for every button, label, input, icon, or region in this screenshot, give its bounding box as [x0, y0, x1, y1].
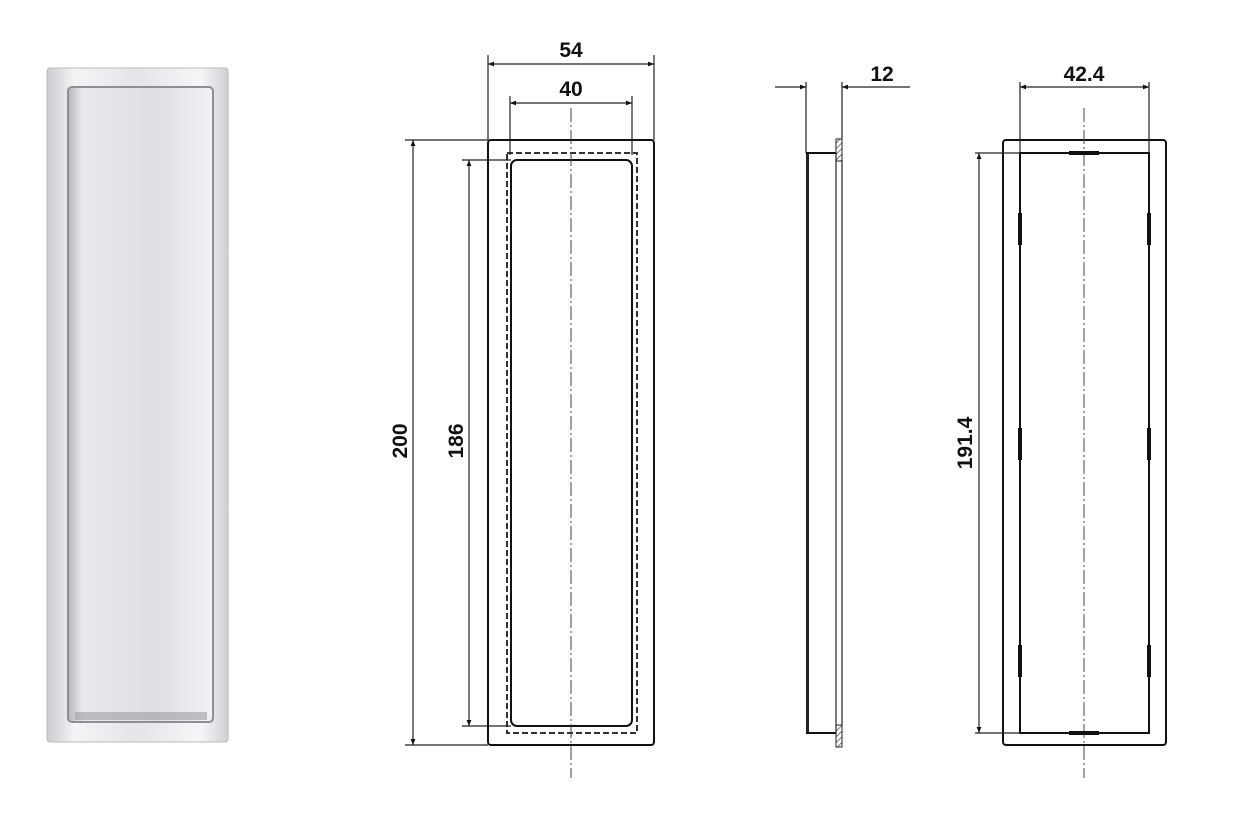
front-view: 54 40 200 186 — [389, 39, 655, 778]
dimension-cutout-height: 191.4 — [954, 416, 977, 469]
hidden-outline — [506, 152, 638, 734]
dimension-cutout-width: 42.4 — [1064, 63, 1105, 86]
cutout-view: 42.4 191.4 — [954, 63, 1167, 778]
dimension-depth: 12 — [870, 63, 893, 86]
dimension-inner-width: 40 — [559, 78, 582, 101]
dimension-overall-width: 54 — [559, 39, 583, 62]
product-photo — [46, 67, 229, 743]
dimension-inner-height: 186 — [445, 423, 468, 458]
side-view: 12 — [775, 63, 910, 748]
dimension-overall-height: 200 — [389, 423, 412, 458]
